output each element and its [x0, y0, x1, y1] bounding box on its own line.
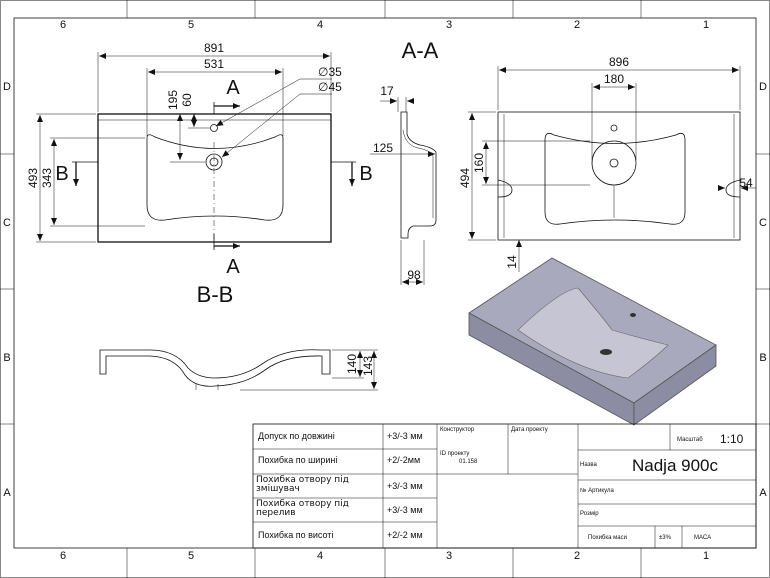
dim-143: 143	[361, 356, 375, 376]
mass-error-value: ±3%	[659, 535, 672, 541]
scale-label: Масштаб	[677, 437, 703, 443]
tolerance-value-width: +2/-2мм	[387, 455, 420, 465]
dim-hole-35: ∅35	[318, 65, 342, 79]
title-block-text: Допуск по довжині +3/-3 мм Похибка по ши…	[256, 427, 744, 541]
dim-54: 54	[739, 176, 753, 190]
zone-row-right-c: C	[759, 217, 767, 229]
top-view-dims: 896 180 494 160 54 14	[458, 55, 753, 269]
zone-row-left-d: D	[3, 81, 11, 93]
zone-labels: 6 5 4 3 2 1 6 5 4 3 2 1 D C B A D C B A	[3, 19, 767, 562]
project-date-label: Дата проекту	[511, 427, 548, 433]
product-name: Nadja 900c	[632, 456, 719, 475]
zone-col-top-4: 4	[317, 19, 323, 31]
dim-195: 195	[166, 90, 180, 110]
name-label: Назва	[580, 462, 597, 468]
zone-row-right-d: D	[759, 81, 767, 93]
dim-14: 14	[505, 255, 519, 269]
dim-17: 17	[380, 84, 394, 98]
dim-hole-45: ∅45	[318, 80, 342, 94]
zone-col-bottom-4: 4	[317, 550, 323, 562]
size-label: Розмір	[580, 511, 599, 517]
tolerance-value-mixer-hole: +3/-3 мм	[387, 481, 423, 491]
zone-row-right-a: A	[759, 487, 767, 499]
section-labels: A-A B-B A A B B	[55, 38, 438, 307]
cut-b-right: B	[359, 163, 372, 185]
zone-col-bottom-1: 1	[703, 550, 709, 562]
zone-col-top-2: 2	[574, 19, 580, 31]
zone-col-top-6: 6	[60, 19, 66, 31]
dim-343: 343	[40, 168, 54, 188]
mass-error-label: Похибка маси	[588, 535, 627, 541]
section-aa-title: A-A	[402, 38, 439, 63]
tolerance-label-mixer-hole: Похибка отвору під змішувач	[256, 475, 349, 494]
side-section-aa	[370, 97, 437, 285]
dim-891: 891	[204, 41, 224, 55]
constructor-label: Конструктор	[440, 427, 475, 433]
tolerance-label-height: Похибка по висоті	[258, 530, 333, 540]
dim-98: 98	[407, 268, 421, 282]
tolerance-value-height: +2/-2 мм	[387, 530, 423, 540]
dim-494: 494	[458, 168, 472, 188]
section-bb	[99, 349, 378, 391]
zone-col-bottom-6: 6	[60, 550, 66, 562]
article-label: № Артикула	[580, 487, 614, 494]
zone-col-top-3: 3	[446, 19, 452, 31]
zone-row-right-b: B	[759, 352, 766, 364]
dim-531: 531	[204, 57, 224, 71]
tolerance-value-length: +3/-3 мм	[387, 431, 423, 441]
zone-col-top-5: 5	[188, 19, 194, 31]
zone-row-left-b: B	[3, 352, 10, 364]
title-block	[252, 423, 757, 549]
zone-col-bottom-5: 5	[188, 550, 194, 562]
tolerance-label-length: Допуск по довжині	[258, 431, 335, 441]
project-id-label: ID проекту	[440, 451, 469, 457]
side-section-dims: 17 125 98	[373, 84, 421, 282]
dim-160: 160	[472, 153, 486, 173]
isometric-view	[468, 257, 717, 426]
zone-col-bottom-3: 3	[446, 550, 452, 562]
mass-label: МАСА	[694, 535, 711, 541]
tolerance-label-overflow-hole: Похибка отвору під перелив	[256, 499, 349, 518]
project-id-value: 01.158	[459, 459, 478, 465]
front-view	[36, 52, 356, 250]
zone-row-left-a: A	[3, 487, 11, 499]
top-view	[468, 66, 756, 272]
dim-60: 60	[180, 93, 194, 107]
section-bb-title: B-B	[197, 282, 234, 307]
cut-b-left: B	[55, 163, 68, 185]
dim-180: 180	[604, 72, 624, 86]
zone-col-top-1: 1	[703, 19, 709, 31]
cut-a-bottom: A	[226, 256, 240, 278]
section-bb-dims: 140 143	[345, 354, 375, 376]
front-view-dims: 891 531 ∅35 ∅45 195 60 493 343	[26, 41, 342, 188]
dim-140: 140	[345, 354, 359, 374]
dim-493: 493	[26, 168, 40, 188]
tolerance-value-overflow-hole: +3/-3 мм	[387, 505, 423, 515]
tolerance-label-width: Похибка по ширині	[258, 455, 337, 465]
zone-col-bottom-2: 2	[574, 550, 580, 562]
iso-side-face	[633, 344, 717, 426]
dim-125: 125	[373, 141, 393, 155]
scale-value: 1:10	[720, 432, 744, 446]
dim-896: 896	[609, 55, 629, 69]
zone-row-left-c: C	[3, 217, 11, 229]
iso-bowl	[517, 287, 669, 379]
cut-a-top: A	[226, 77, 240, 99]
